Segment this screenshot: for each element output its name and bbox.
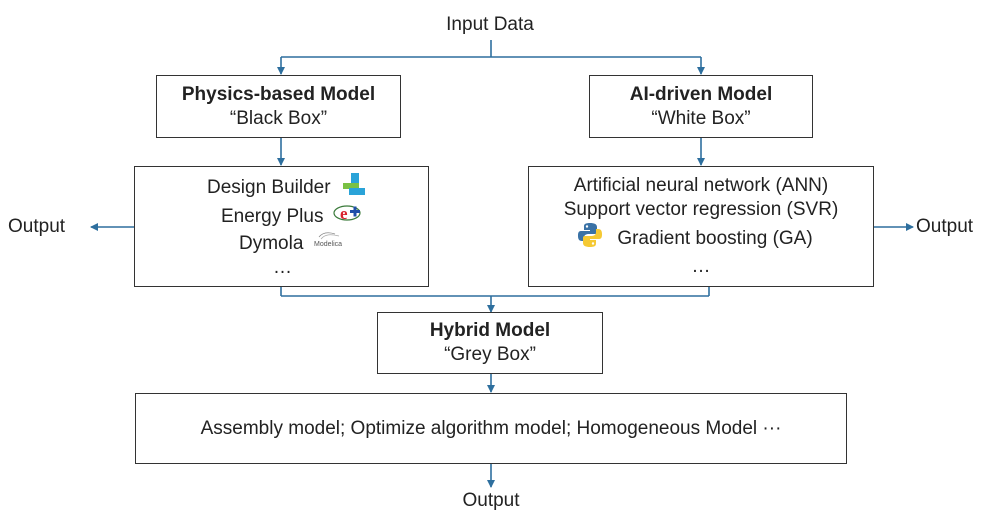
output-right-label: Output xyxy=(916,216,974,237)
ai-method-item: Gradient boosting (GA) xyxy=(577,222,813,255)
tool-item: Energy Plus e xyxy=(221,202,363,231)
tools-more: … xyxy=(273,257,292,278)
physics-model-title: Physics-based Model xyxy=(181,83,376,105)
ai-model-subtitle: “White Box” xyxy=(651,107,751,129)
tool-label: Design Builder xyxy=(207,176,331,198)
energyplus-logo-icon: e xyxy=(333,202,363,231)
tool-item: Design Builder xyxy=(207,173,367,202)
hybrid-model-subtitle: “Grey Box” xyxy=(444,344,536,365)
ai-methods-box: Artificial neural network (ANN) Support … xyxy=(528,166,874,287)
ai-model-box: AI-driven Model “White Box” xyxy=(589,75,813,138)
ai-methods-more: … xyxy=(691,256,711,277)
svg-text:Modelica: Modelica xyxy=(314,241,342,248)
input-label: Input Data xyxy=(446,14,534,35)
tool-label: Energy Plus xyxy=(221,205,324,227)
modelica-logo-icon: Modelica xyxy=(313,231,347,256)
hybrid-model-title: Hybrid Model xyxy=(429,320,551,341)
ai-model-title: AI-driven Model xyxy=(629,83,773,105)
tool-item: Dymola Modelica xyxy=(239,231,347,256)
hybrid-methods-box: Assembly model; Optimize algorithm model… xyxy=(135,393,847,464)
output-bottom-label: Output xyxy=(462,490,520,511)
ai-method-label: Gradient boosting (GA) xyxy=(617,227,813,249)
designbuilder-logo-icon xyxy=(341,173,367,202)
physics-model-subtitle: “Black Box” xyxy=(229,107,328,129)
hybrid-model-box: Hybrid Model “Grey Box” xyxy=(377,312,603,374)
physics-tools-box: Design Builder Energy Plus e Dymola xyxy=(134,166,429,287)
hybrid-methods-text: Assembly model; Optimize algorithm model… xyxy=(200,417,782,439)
ai-method-item: Support vector regression (SVR) xyxy=(563,199,839,220)
output-left-label: Output xyxy=(8,216,66,237)
python-logo-icon xyxy=(577,222,603,255)
svg-text:e: e xyxy=(340,204,348,223)
physics-model-box: Physics-based Model “Black Box” xyxy=(156,75,401,138)
ai-method-item: Artificial neural network (ANN) xyxy=(573,175,829,196)
tool-label: Dymola xyxy=(239,232,304,254)
